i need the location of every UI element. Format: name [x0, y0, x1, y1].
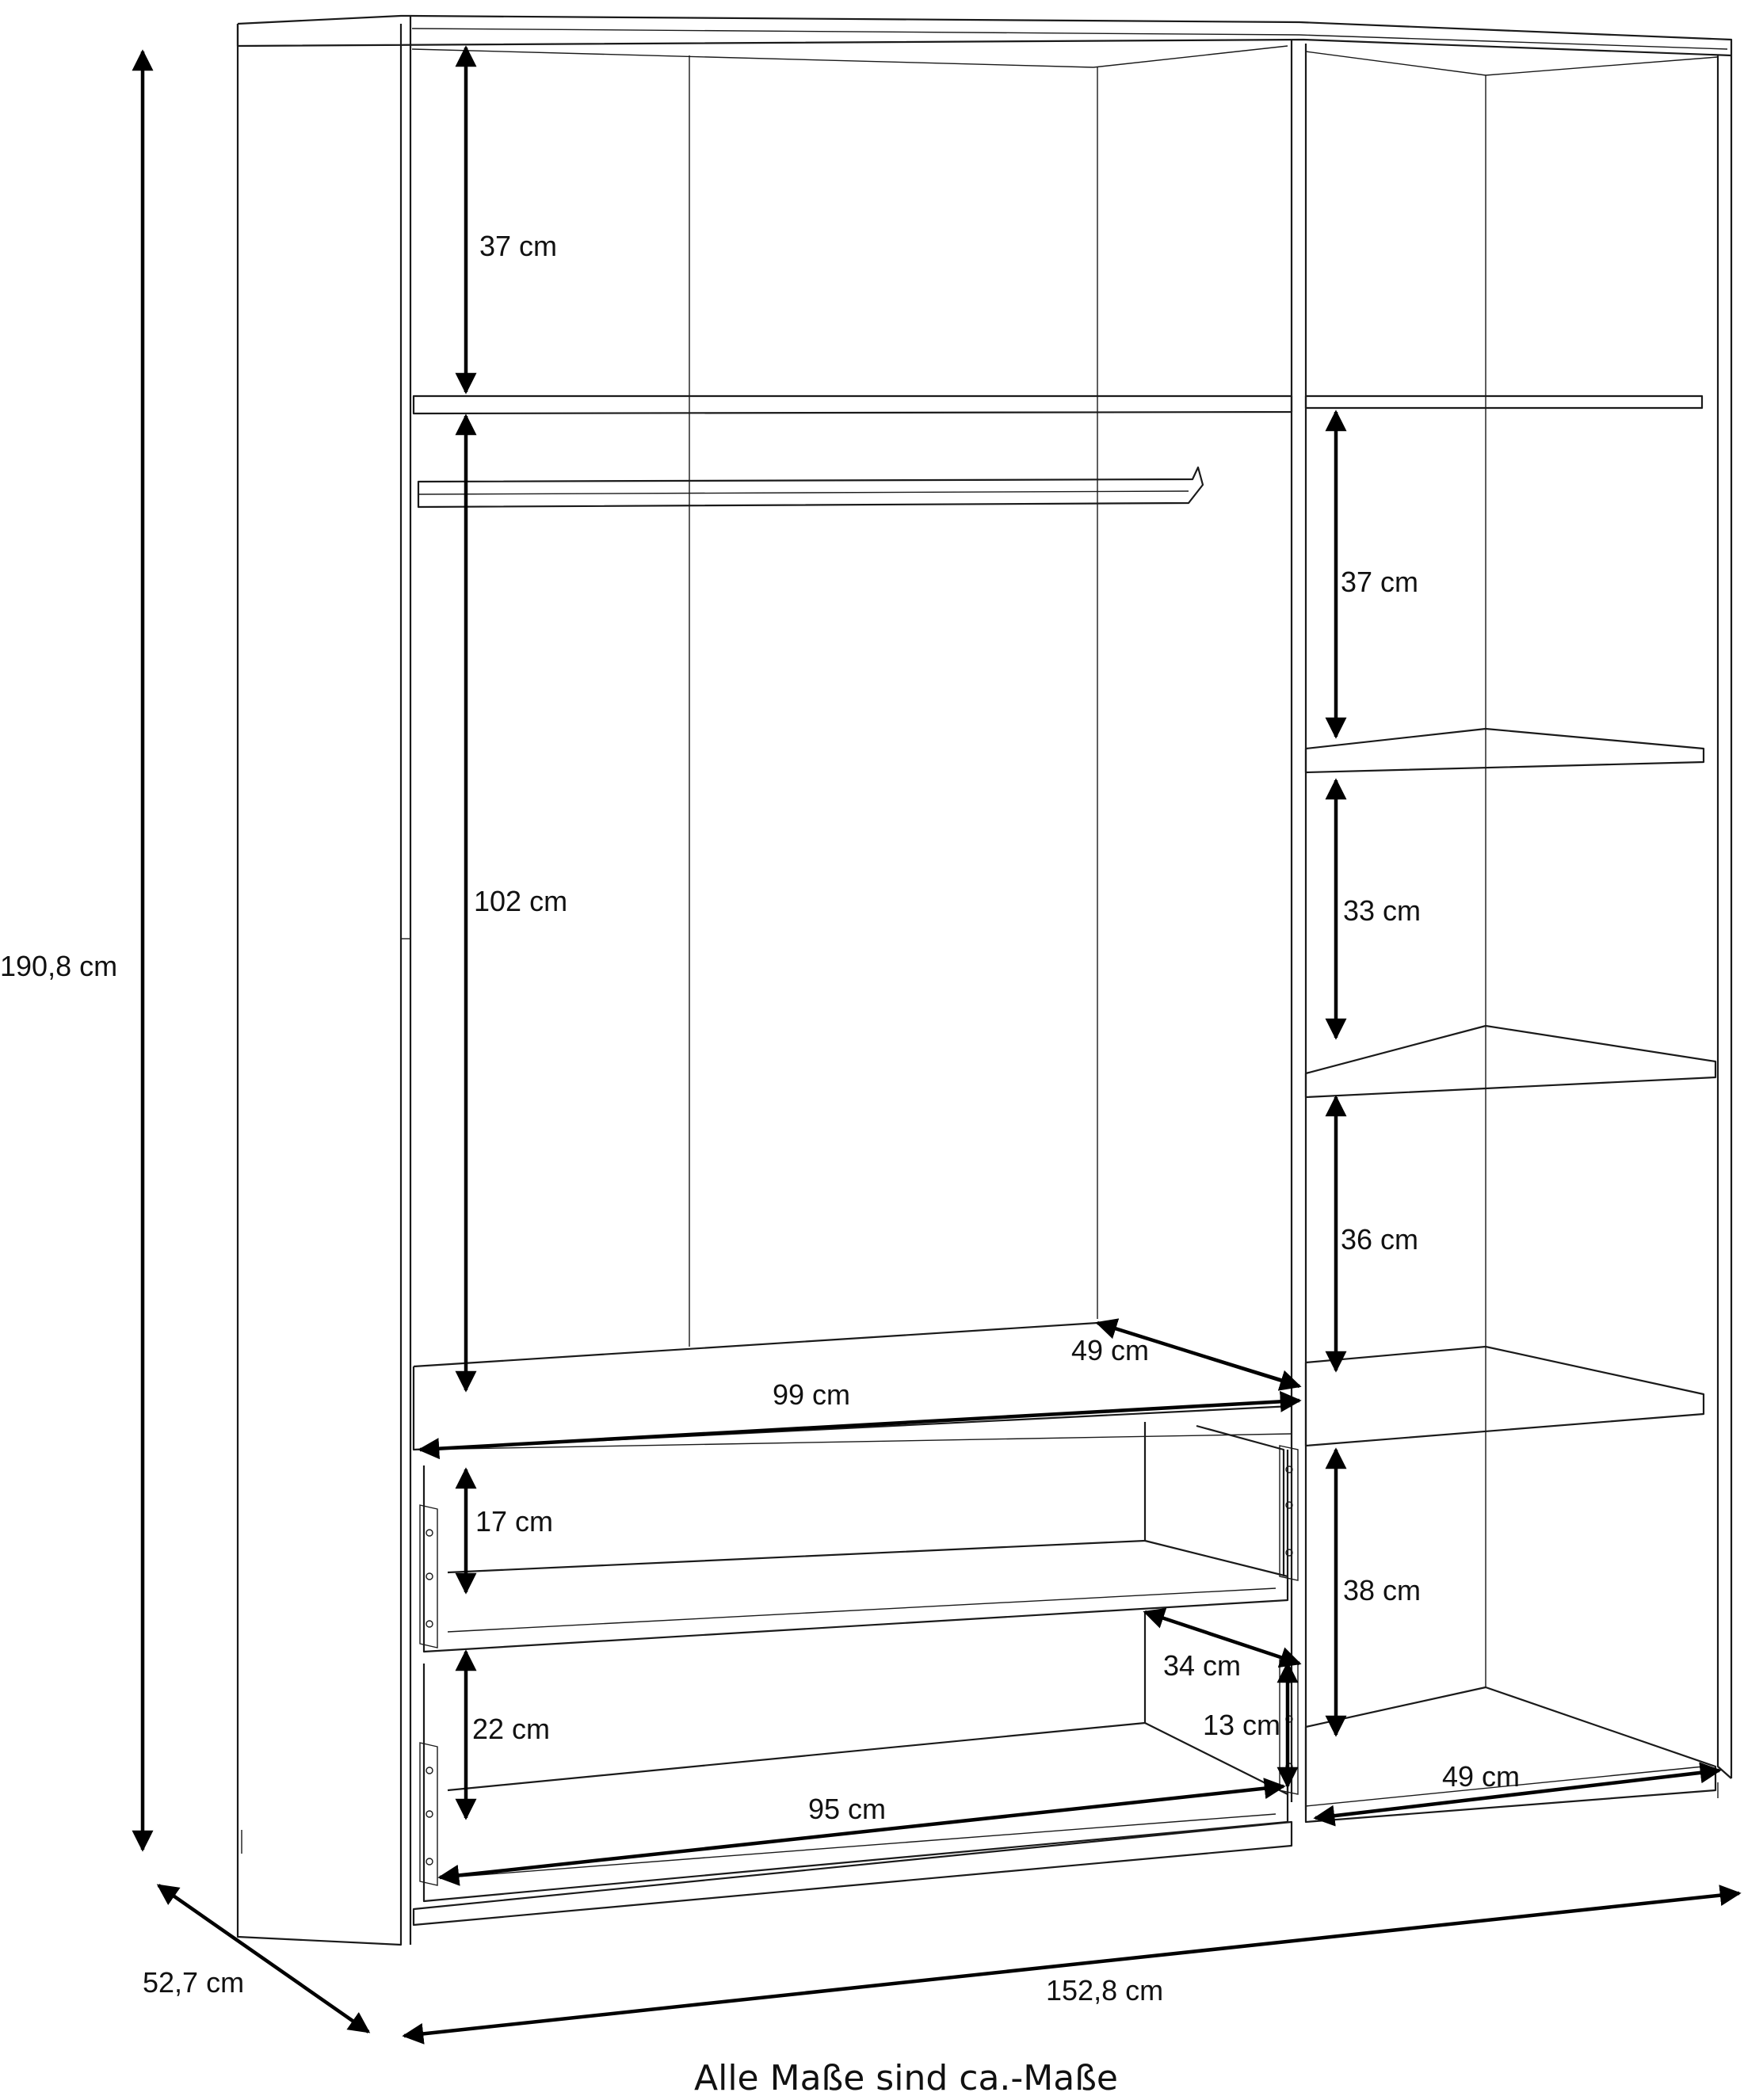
label-drawer-width: 95 cm — [808, 1793, 886, 1825]
label-drawer-lower: 22 cm — [472, 1713, 550, 1745]
label-right-shelf-4: 38 cm — [1343, 1574, 1421, 1606]
label-right-shelf-2: 33 cm — [1343, 894, 1421, 927]
arrow-inner-width-left — [418, 1390, 1302, 1460]
arrow-right-inner-depth — [1313, 1762, 1722, 1827]
arrow-total-width — [402, 1885, 1742, 2045]
footnote: Alle Maße sind ca.-Maße — [694, 2058, 1118, 2098]
dimension-arrows — [132, 45, 1742, 2045]
label-hanging: 102 cm — [474, 885, 567, 917]
arrow-drawer-depth — [1143, 1607, 1302, 1668]
label-inner-depth-left: 49 cm — [1071, 1334, 1149, 1366]
label-right-shelf-1: 37 cm — [1341, 566, 1418, 598]
label-right-inner-depth: 49 cm — [1442, 1760, 1520, 1793]
label-inner-width-left: 99 cm — [773, 1378, 850, 1411]
dimension-labels: 190,8 cm 52,7 cm 152,8 cm 37 cm 102 cm 4… — [0, 230, 1520, 2007]
arrow-inner-depth-left — [1095, 1318, 1302, 1391]
label-drawer-front: 13 cm — [1203, 1709, 1280, 1741]
label-drawer-depth: 34 cm — [1163, 1649, 1241, 1682]
label-right-shelf-3: 36 cm — [1341, 1223, 1418, 1256]
label-total-height: 190,8 cm — [0, 950, 117, 982]
arrow-total-depth — [156, 1884, 371, 2033]
arrow-drawer-width — [437, 1778, 1286, 1886]
wardrobe-outline — [236, 14, 1733, 1946]
label-drawer-upper: 17 cm — [475, 1505, 553, 1538]
label-total-width: 152,8 cm — [1046, 1974, 1163, 2007]
label-left-top: 37 cm — [479, 230, 557, 262]
label-total-depth: 52,7 cm — [143, 1966, 244, 1999]
